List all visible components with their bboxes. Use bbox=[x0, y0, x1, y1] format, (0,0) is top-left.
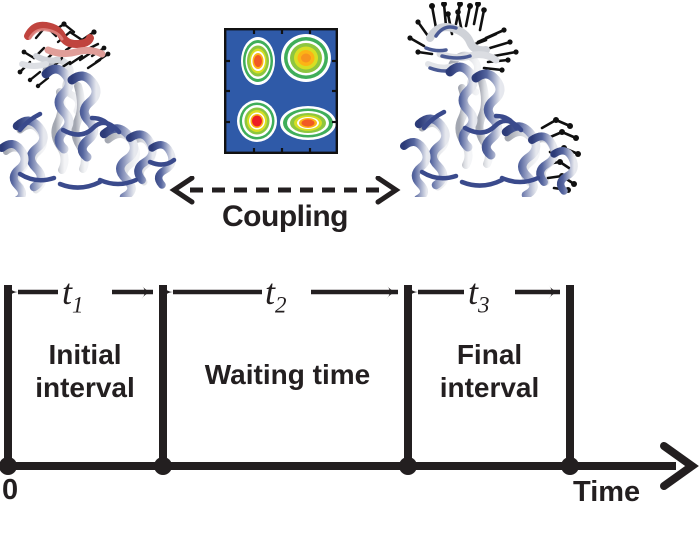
final-interval-label: Final interval bbox=[439, 339, 540, 404]
initial-interval-label: Initial interval bbox=[35, 339, 135, 404]
spectrum-ticks bbox=[224, 28, 338, 154]
t3-duration-label: t3 bbox=[468, 272, 490, 318]
peak-lower-left bbox=[237, 100, 277, 142]
spectrum-canvas bbox=[224, 28, 338, 154]
axis-time-label: Time bbox=[573, 476, 641, 508]
timeline-diagram: t1 t2 t3 Initial interval Waiting time F… bbox=[0, 262, 700, 539]
2d-correlation-spectrum bbox=[224, 28, 338, 154]
t1-duration-label: t1 bbox=[62, 272, 84, 318]
peak-upper-right bbox=[281, 34, 331, 82]
t2-duration-label: t2 bbox=[265, 272, 287, 318]
coupling-label: Coupling bbox=[222, 200, 348, 233]
timeline-axis-graphic bbox=[0, 285, 699, 490]
axis-tick-dots bbox=[0, 457, 579, 475]
protein-structure-initial bbox=[0, 2, 200, 205]
coupling-double-arrow-icon bbox=[169, 175, 401, 205]
protein-structure-final bbox=[400, 1, 630, 203]
axis-origin-label: 0 bbox=[2, 474, 19, 506]
waiting-time-label: Waiting time bbox=[204, 359, 371, 390]
time-axis-arrowhead bbox=[660, 442, 699, 490]
interval-boundary-bars bbox=[4, 285, 574, 466]
coupling-annotation: Coupling bbox=[168, 175, 402, 242]
peak-upper-left bbox=[241, 37, 275, 85]
peak-lower-right bbox=[280, 106, 336, 140]
